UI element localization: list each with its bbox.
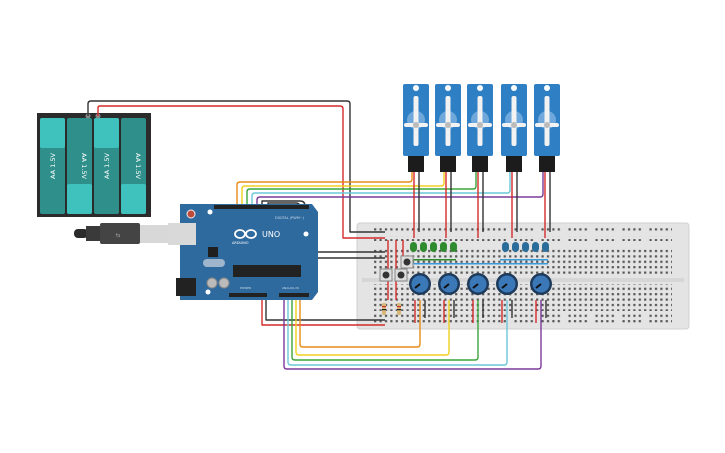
digital-header-label: DIGITAL (PWM~) bbox=[275, 216, 305, 220]
led-blue bbox=[522, 242, 529, 252]
leds bbox=[408, 242, 549, 265]
pushbutton[interactable] bbox=[394, 268, 408, 282]
analog-header-label: ANALOG IN bbox=[282, 286, 299, 290]
servo-signal-wire-cyan bbox=[251, 172, 511, 205]
resistor[interactable] bbox=[397, 303, 401, 315]
pushbutton[interactable] bbox=[379, 268, 393, 282]
arduino-uno[interactable]: DIGITAL (PWM~) UNO ARDUINO POWER ANALOG … bbox=[168, 204, 318, 300]
led-green bbox=[430, 242, 437, 252]
uno-label: UNO bbox=[262, 230, 280, 239]
battery-cell-label: AA 1.5V bbox=[134, 153, 142, 179]
potentiometer[interactable] bbox=[409, 273, 431, 295]
atmega-chip bbox=[233, 265, 301, 277]
resistor[interactable] bbox=[382, 303, 386, 315]
crystal bbox=[203, 259, 225, 267]
power-header-label: POWER bbox=[240, 286, 251, 290]
power-rail-top-2 bbox=[372, 236, 672, 241]
battery-cell: AA 1.5V bbox=[121, 118, 146, 214]
potentiometer[interactable] bbox=[496, 273, 518, 295]
led-blue bbox=[542, 242, 549, 252]
pot-wire-yellow bbox=[295, 297, 450, 356]
resistors bbox=[382, 303, 401, 315]
servo-connector bbox=[440, 156, 456, 172]
battery-cell-label: AA 1.5V bbox=[80, 153, 88, 179]
battery-cell: AA 1.5V bbox=[94, 118, 119, 214]
usb-cable: ⇆ bbox=[74, 223, 170, 244]
power-rail-top-1 bbox=[372, 228, 672, 233]
usb-icon: ⇆ bbox=[115, 232, 120, 239]
power-header bbox=[229, 293, 267, 297]
servo-motor[interactable] bbox=[534, 84, 560, 172]
arduino-gnd-wire bbox=[265, 297, 385, 321]
potentiometers bbox=[409, 273, 552, 295]
power-rail-bottom-2 bbox=[372, 320, 672, 325]
battery-cell: AA 1.5V bbox=[67, 118, 92, 214]
servos bbox=[403, 84, 560, 172]
terminal-strip-top bbox=[372, 249, 672, 276]
potentiometer[interactable] bbox=[467, 273, 489, 295]
servo-signal-wire-orange bbox=[236, 172, 413, 205]
battery-negative-wire bbox=[87, 100, 385, 233]
reset-button[interactable] bbox=[186, 209, 196, 219]
potentiometer[interactable] bbox=[530, 273, 552, 295]
mounting-hole bbox=[303, 231, 309, 237]
servo-motor[interactable] bbox=[403, 84, 429, 172]
pot-wire-green bbox=[291, 297, 479, 361]
arduino-brand: ARDUINO bbox=[232, 241, 249, 245]
servo-motor[interactable] bbox=[435, 84, 461, 172]
led-jumper bbox=[500, 259, 548, 261]
led-green bbox=[450, 242, 457, 252]
power-rail-bottom-1 bbox=[372, 313, 672, 318]
battery-positive-wire bbox=[97, 105, 385, 239]
battery-pack[interactable]: AA 1.5V AA 1.5V AA 1.5V AA 1.5V bbox=[37, 113, 151, 217]
battery-cell-label: AA 1.5V bbox=[49, 152, 57, 178]
servo-signal-wire-purple bbox=[256, 172, 544, 205]
digital-header bbox=[214, 205, 309, 209]
servo-signal-wire-yellow bbox=[241, 172, 445, 205]
capacitor bbox=[218, 277, 230, 289]
pushbutton[interactable] bbox=[400, 255, 414, 269]
led-green bbox=[420, 242, 427, 252]
led-jumper bbox=[408, 259, 456, 261]
capacitor bbox=[206, 277, 218, 289]
led-blue bbox=[502, 242, 509, 252]
servo-motor[interactable] bbox=[467, 84, 493, 172]
led-blue bbox=[532, 242, 539, 252]
servo-connector bbox=[408, 156, 424, 172]
breadboard[interactable] bbox=[356, 222, 690, 330]
led-jumper bbox=[408, 263, 548, 265]
battery-cell: AA 1.5V bbox=[40, 118, 65, 214]
arduino-logo bbox=[234, 229, 257, 239]
pot-wire-purple bbox=[283, 297, 542, 370]
power-jack bbox=[176, 278, 196, 296]
servo-connector bbox=[472, 156, 488, 172]
servo-connector bbox=[539, 156, 555, 172]
servo-motor[interactable] bbox=[501, 84, 527, 172]
pot-wire-orange bbox=[299, 297, 421, 348]
analog-header bbox=[279, 293, 309, 297]
mounting-hole bbox=[205, 289, 211, 295]
center-channel bbox=[362, 278, 684, 282]
led-green bbox=[440, 242, 447, 252]
mounting-hole bbox=[207, 209, 213, 215]
chip-small bbox=[208, 247, 218, 257]
servo-connector bbox=[506, 156, 522, 172]
pot-wire-cyan bbox=[287, 297, 508, 366]
usb-port bbox=[168, 223, 196, 245]
arduino-5v-wire bbox=[261, 297, 385, 326]
led-blue bbox=[512, 242, 519, 252]
servo-signal-wire-green bbox=[246, 172, 477, 205]
pushbuttons bbox=[379, 255, 414, 282]
potentiometer[interactable] bbox=[438, 273, 460, 295]
led-green bbox=[410, 242, 417, 252]
battery-cell-label: AA 1.5V bbox=[103, 152, 111, 178]
